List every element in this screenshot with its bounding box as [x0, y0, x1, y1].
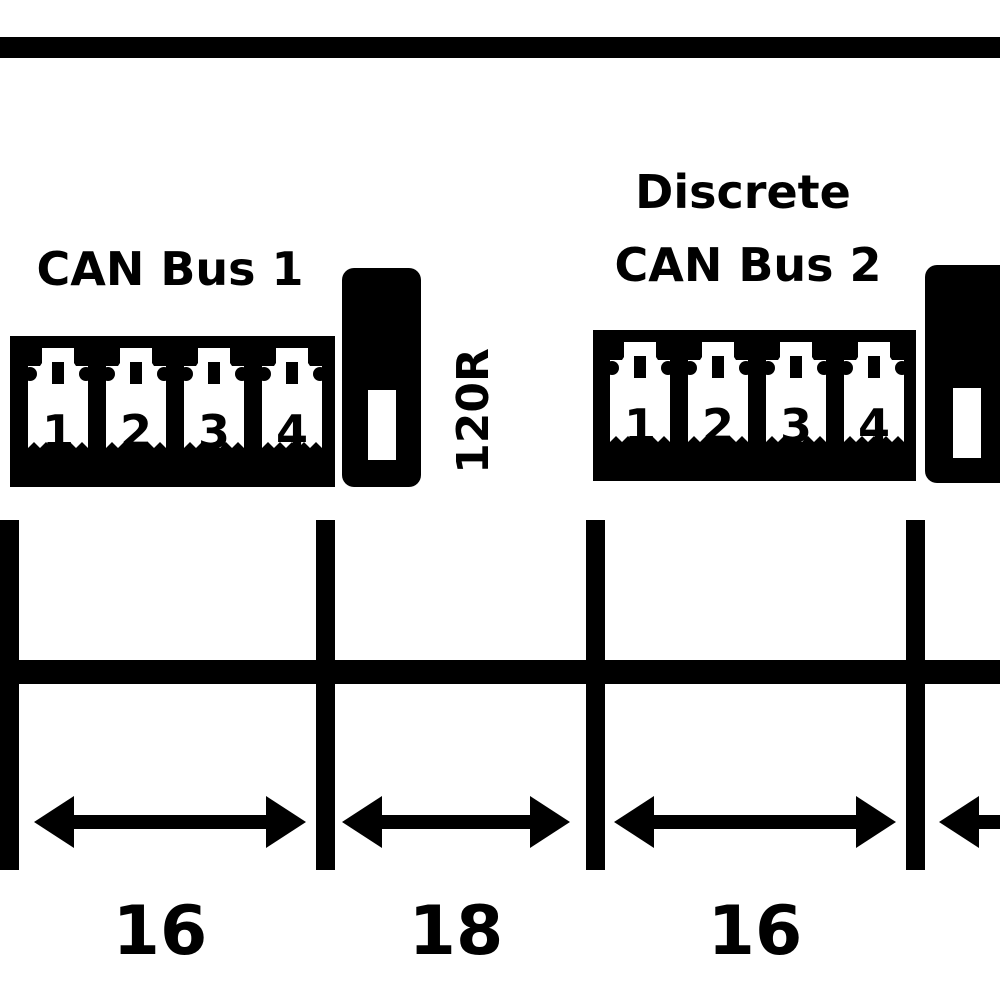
dimension-arrow-3 [614, 796, 896, 848]
tick-line-3 [586, 520, 605, 870]
connector-1-pin-4: 4 [276, 405, 308, 459]
tick-line-1 [0, 520, 19, 870]
connector-2-title-line-1: Discrete [635, 165, 851, 219]
connector-2-terminal-block: 1 2 3 4 [593, 330, 916, 481]
connector-2-pin-3: 3 [780, 399, 812, 453]
dimension-value-2: 18 [409, 892, 504, 971]
dimension-arrow-2 [342, 796, 570, 848]
connector-2-pin-1: 1 [624, 399, 656, 453]
connector-1-pin-3: 3 [198, 405, 230, 459]
connector-1-pin-1: 1 [42, 405, 74, 459]
connector-2-pin-2: 2 [702, 399, 734, 453]
connector-2-title-line-2: CAN Bus 2 [614, 238, 881, 292]
top-frame-line [0, 37, 1000, 58]
tick-line-4 [906, 520, 925, 870]
connector-1-pin-2: 2 [120, 405, 152, 459]
connector-2-pin-4: 4 [858, 399, 890, 453]
termination-label: 120R [448, 348, 499, 474]
connector-1-title: CAN Bus 1 [36, 242, 303, 296]
dimension-arrow-1 [34, 796, 306, 848]
dimension-baseline [0, 660, 1000, 684]
dimension-value-3: 16 [708, 892, 803, 971]
connector-1-terminal-block: 1 2 3 4 [10, 336, 335, 487]
dimension-value-1: 16 [113, 892, 208, 971]
dimension-arrow-4-partial [939, 796, 1000, 848]
termination-switch-2 [925, 265, 1000, 483]
tick-line-2 [316, 520, 335, 870]
termination-switch-1 [342, 268, 421, 487]
